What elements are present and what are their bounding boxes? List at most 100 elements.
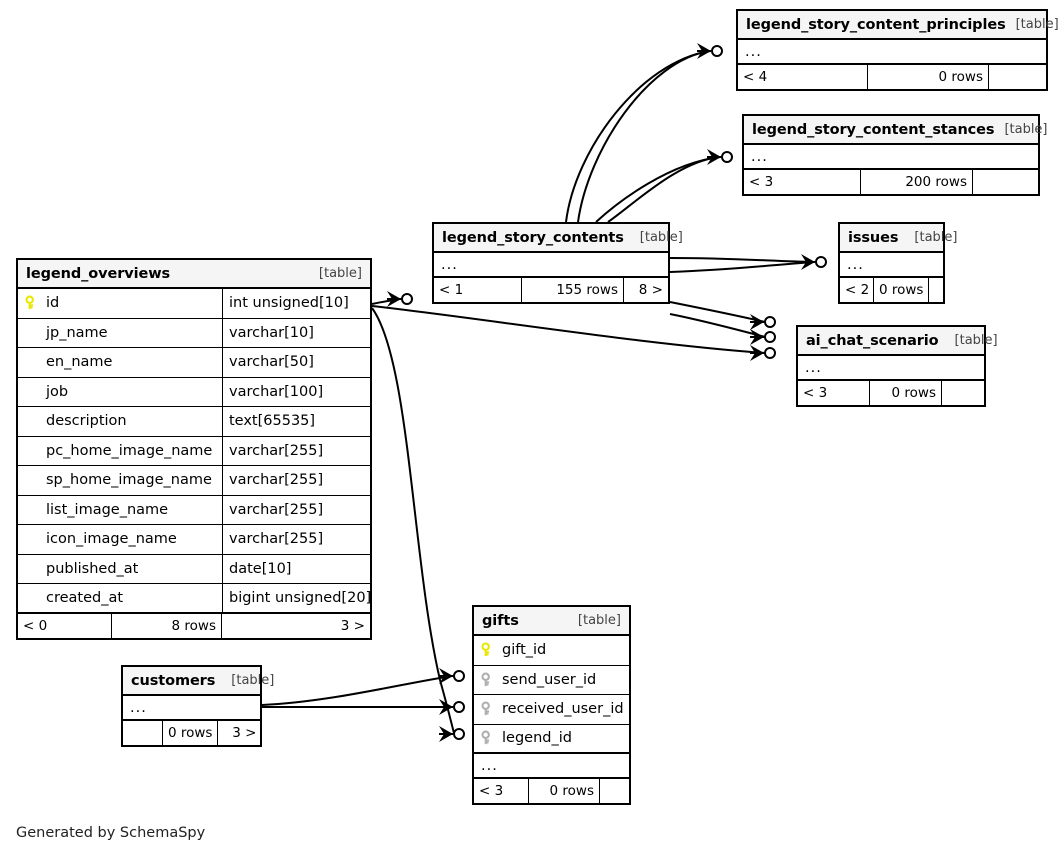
footer-parent-count[interactable]: < 3 <box>744 170 861 194</box>
table-row[interactable]: id int unsigned[10] <box>18 289 370 319</box>
table-row[interactable]: icon_image_name varchar[255] <box>18 525 370 555</box>
column-name: icon_image_name <box>46 531 177 548</box>
table-footer: < 1 155 rows 8 > <box>434 278 668 302</box>
footer-child-count[interactable] <box>600 779 629 803</box>
table-type-tag: [table] <box>1015 17 1059 32</box>
table-row[interactable]: legend_id <box>474 724 629 754</box>
footer-parent-count[interactable] <box>123 721 163 745</box>
table-row[interactable]: published_at date[10] <box>18 554 370 584</box>
footer-child-count[interactable] <box>973 170 1038 194</box>
table-customers[interactable]: customers [table] ... 0 rows 3 > <box>121 665 274 747</box>
table-footer: < 3 200 rows <box>744 170 1038 194</box>
table-row[interactable]: received_user_id <box>474 695 629 725</box>
table-legend-story-contents[interactable]: legend_story_contents [table] ... < 1 15… <box>432 222 683 304</box>
table-issues[interactable]: issues [table] ... < 2 0 rows <box>838 222 958 304</box>
table-row[interactable]: jp_name varchar[10] <box>18 318 370 348</box>
footer-child-count[interactable] <box>942 381 984 405</box>
footer-parent-count[interactable]: < 1 <box>434 278 522 302</box>
table-row[interactable]: sp_home_image_name varchar[255] <box>18 466 370 496</box>
column-type: int unsigned[10] <box>222 289 370 318</box>
table-row[interactable]: gift_id <box>474 636 629 666</box>
table-type-tag: [table] <box>1004 122 1048 137</box>
column-name-cell: created_at <box>18 584 222 612</box>
primary-key-icon <box>25 295 34 310</box>
footer-child-count[interactable]: 3 > <box>232 725 257 741</box>
footer-child-count[interactable]: 8 > <box>638 282 663 298</box>
column-name-cell: en_name <box>18 348 222 377</box>
table-header: legend_story_contents [table] <box>434 224 683 253</box>
foreign-key-icon <box>481 701 490 716</box>
column-name-cell: received_user_id <box>474 695 629 724</box>
table-row[interactable]: description text[65535] <box>18 407 370 437</box>
column-name-cell: published_at <box>18 555 222 584</box>
columns-collapsed-indicator[interactable]: ... <box>738 40 1046 65</box>
footer-child-count[interactable]: 3 > <box>340 617 365 634</box>
footer-row-count: 8 rows <box>112 613 222 638</box>
table-ai-chat-scenario[interactable]: ai_chat_scenario [table] ... < 3 0 rows <box>796 325 998 407</box>
footer-parent-count[interactable]: < 3 <box>474 779 529 803</box>
primary-key-icon <box>481 642 490 657</box>
table-row[interactable]: send_user_id <box>474 665 629 695</box>
column-type: varchar[255] <box>222 525 370 554</box>
footer-parent-count[interactable]: < 0 <box>18 613 112 638</box>
column-name-cell: list_image_name <box>18 496 222 525</box>
columns-collapsed-indicator[interactable]: ... <box>798 356 984 381</box>
foreign-key-icon <box>481 672 490 686</box>
table-type-tag: [table] <box>954 333 998 348</box>
column-type: varchar[255] <box>222 436 370 465</box>
footer-parent-count[interactable]: < 3 <box>798 381 870 405</box>
footer-parent-count[interactable]: < 4 <box>738 65 868 89</box>
column-name: pc_home_image_name <box>46 442 213 459</box>
table-legend-story-content-stances[interactable]: legend_story_content_stances [table] ...… <box>742 114 1048 196</box>
column-type: varchar[100] <box>222 377 370 406</box>
foreign-key-icon <box>481 730 490 745</box>
column-name-cell: icon_image_name <box>18 525 222 554</box>
table-row[interactable]: pc_home_image_name varchar[255] <box>18 436 370 466</box>
table-title: legend_story_contents <box>442 229 624 246</box>
footer-row-count: 0 rows <box>868 65 989 89</box>
column-type: varchar[255] <box>222 495 370 524</box>
table-title: legend_story_content_principles <box>746 16 1006 33</box>
column-name-cell: job <box>18 378 222 407</box>
table-footer: < 3 0 rows <box>474 779 629 803</box>
column-name: send_user_id <box>502 671 597 688</box>
column-name-cell: pc_home_image_name <box>18 437 222 466</box>
columns-collapsed-indicator[interactable]: ... <box>474 754 629 779</box>
footer-parent-count[interactable]: < 2 <box>840 278 874 302</box>
columns-collapsed-indicator[interactable]: ... <box>744 145 1038 170</box>
table-row[interactable]: list_image_name varchar[255] <box>18 495 370 525</box>
table-header: legend_story_content_principles [table] <box>738 11 1059 40</box>
generator-credit: Generated by SchemaSpy <box>16 825 206 841</box>
table-row[interactable]: en_name varchar[50] <box>18 348 370 378</box>
columns-collapsed-indicator[interactable]: ... <box>840 253 943 278</box>
column-name-cell: description <box>18 407 222 436</box>
column-type: bigint unsigned[20] <box>222 584 371 612</box>
column-name: received_user_id <box>502 701 624 718</box>
table-legend-overviews[interactable]: legend_overviews [table] id int unsigned… <box>16 258 372 640</box>
table-footer: < 2 0 rows <box>840 278 943 302</box>
footer-row-count: 0 rows <box>874 278 930 302</box>
column-name-cell: send_user_id <box>474 666 629 695</box>
table-type-tag: [table] <box>318 266 362 281</box>
table-header: customers [table] <box>123 667 274 696</box>
columns-collapsed-indicator[interactable]: ... <box>123 696 260 721</box>
footer-child-count[interactable] <box>929 278 945 302</box>
column-name-cell: legend_id <box>474 725 629 753</box>
footer-row-count: 0 rows <box>529 779 600 803</box>
column-name: description <box>46 413 127 430</box>
table-type-tag: [table] <box>914 230 958 245</box>
table-header: ai_chat_scenario [table] <box>798 327 998 356</box>
table-legend-story-content-principles[interactable]: legend_story_content_principles [table] … <box>736 9 1059 91</box>
table-footer: < 4 0 rows <box>738 65 1046 89</box>
columns-collapsed-indicator[interactable]: ... <box>434 253 668 278</box>
column-type: varchar[50] <box>222 348 370 377</box>
table-title: ai_chat_scenario <box>806 332 939 349</box>
column-type: date[10] <box>222 554 370 583</box>
table-row[interactable]: job varchar[100] <box>18 377 370 407</box>
table-gifts[interactable]: gifts [table] gift_id send_user_id <box>472 605 631 805</box>
footer-child-count[interactable] <box>989 65 1046 89</box>
column-type: varchar[255] <box>222 466 370 495</box>
column-name: gift_id <box>502 642 547 659</box>
table-row[interactable]: created_at bigint unsigned[20] <box>18 584 371 614</box>
